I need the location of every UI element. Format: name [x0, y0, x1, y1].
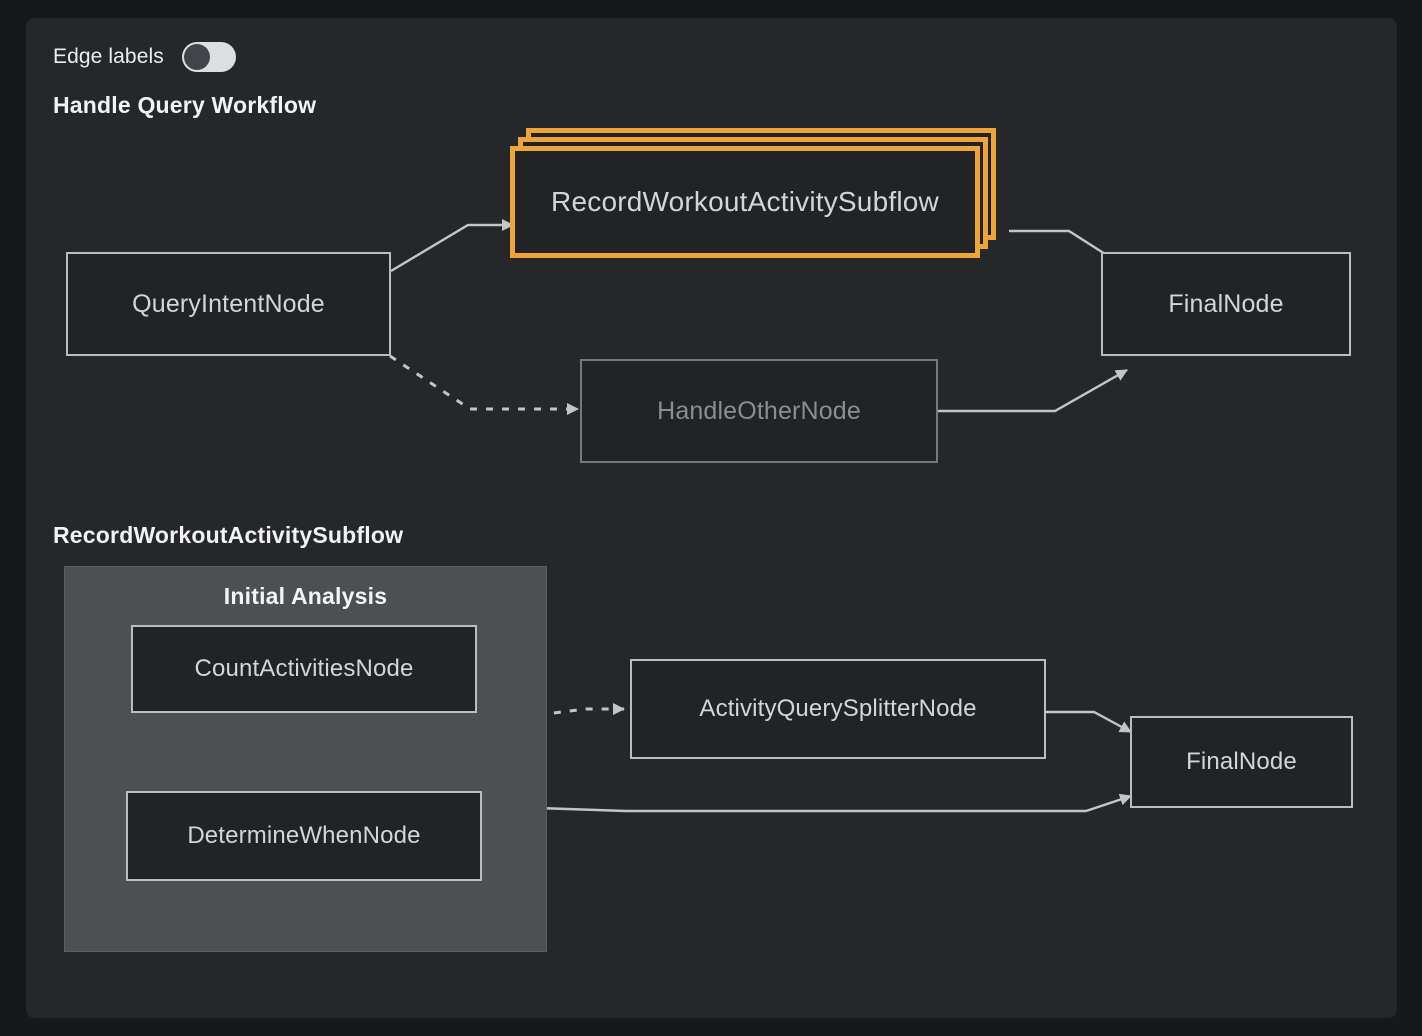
toolbar: Edge labels	[53, 42, 236, 72]
node-determine-when[interactable]: DetermineWhenNode	[126, 791, 482, 881]
node-final-top[interactable]: FinalNode	[1101, 252, 1351, 356]
node-final-bottom[interactable]: FinalNode	[1130, 716, 1353, 808]
section-title-handle-query-workflow: Handle Query Workflow	[53, 92, 317, 118]
section-title-record-workout-activity-subflow: RecordWorkoutActivitySubflow	[53, 522, 404, 548]
group-title-initial-analysis: Initial Analysis	[223, 583, 388, 609]
node-activity-splitter[interactable]: ActivityQuerySplitterNode	[630, 659, 1046, 759]
viewer-panel: Edge labels Handle Query Workflow	[26, 18, 1397, 1018]
edge-labels-toggle[interactable]	[181, 42, 236, 72]
node-handle-other[interactable]: HandleOtherNode	[580, 359, 938, 463]
edge-determine-when-to-final-bottom	[537, 793, 1132, 813]
stack-layer-front: RecordWorkoutActivitySubflow	[510, 146, 980, 258]
toggle-knob-icon	[183, 44, 210, 70]
node-record-workout-activity-subflow[interactable]: RecordWorkoutActivitySubflow	[510, 128, 1010, 268]
node-count-activities[interactable]: CountActivitiesNode	[131, 625, 477, 713]
graph-record-workout-activity-subflow: Initial Analysis CountActivitiesNode Det…	[26, 18, 1397, 1018]
edge-count-activities-to-activity-splitter	[537, 703, 625, 717]
group-initial-analysis[interactable]: Initial Analysis	[64, 566, 547, 952]
node-query-intent[interactable]: QueryIntentNode	[66, 252, 391, 356]
edge-labels-label: Edge labels	[53, 45, 164, 68]
graph-handle-query-workflow: QueryIntentNode RecordWorkoutActivitySub…	[26, 18, 1397, 498]
edge-activity-splitter-to-final-bottom	[1046, 710, 1132, 734]
